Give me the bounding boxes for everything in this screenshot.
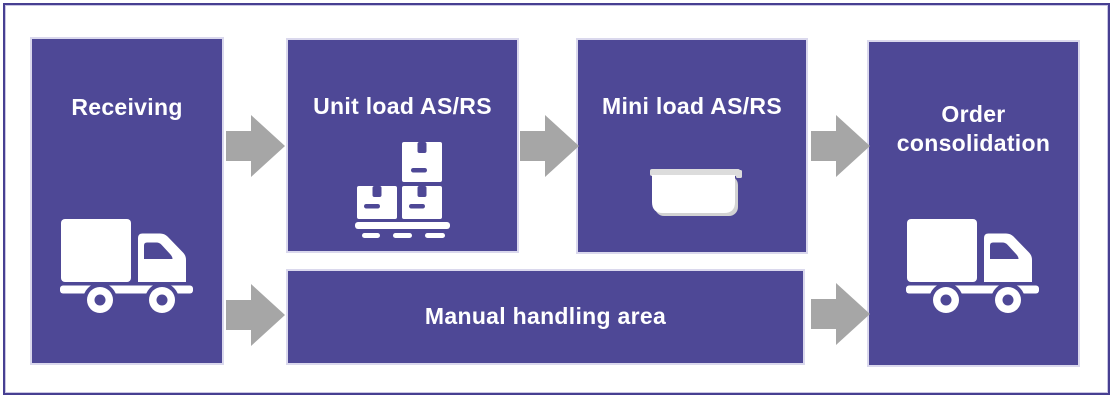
node-label-unit-load: Unit load AS/RS — [313, 93, 492, 119]
node-label-manual-handling: Manual handling area — [424, 303, 667, 329]
flow-node-manual-handling-area: Manual handling area — [288, 271, 803, 363]
truck-icon — [906, 219, 1039, 316]
flow-node-order-consolidation: Order consolidation — [869, 42, 1078, 365]
flow-node-mini-load-asrs: Mini load AS/RS — [578, 40, 806, 252]
arrow-right-icon-mini-load-to-order — [811, 115, 870, 177]
arrow-right-icon-receiving-to-unit-load — [226, 115, 285, 177]
truck-icon — [60, 219, 193, 316]
arrow-right-icon-manual-to-order — [811, 283, 870, 345]
node-label-order-consolidation: Order consolidation — [896, 101, 1051, 156]
diagram-border-frame — [3, 3, 1110, 395]
pallet-boxes-icon — [355, 142, 450, 238]
flow-node-receiving: Receiving — [32, 39, 222, 363]
arrow-right-icon-unit-load-to-mini-load — [520, 115, 579, 177]
flow-node-unit-load-asrs: Unit load AS/RS — [288, 40, 517, 251]
tote-bin-icon — [650, 169, 742, 216]
node-label-mini-load: Mini load AS/RS — [602, 93, 782, 119]
node-label-receiving: Receiving — [71, 94, 183, 120]
arrow-right-icon-receiving-to-manual — [226, 284, 285, 346]
